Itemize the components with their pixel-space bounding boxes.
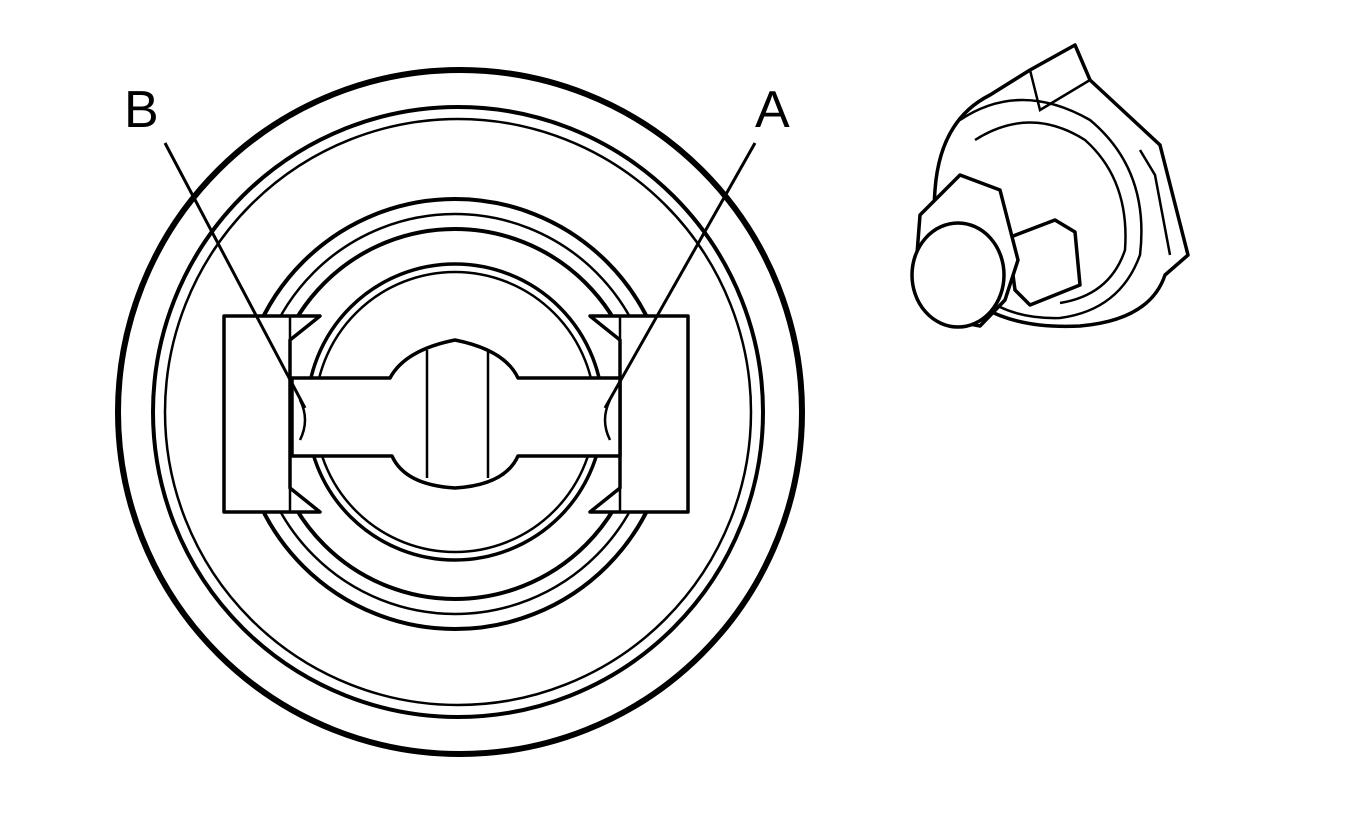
callout-b: B	[124, 81, 307, 409]
callout-a-label: A	[755, 81, 790, 139]
bulb-connector-view	[910, 43, 1190, 329]
callout-b-label: B	[124, 81, 159, 139]
callout-b-leader	[163, 142, 307, 409]
center-key-slot	[290, 338, 622, 490]
socket-front-view	[115, 67, 805, 757]
connector-side-face	[1138, 149, 1172, 256]
socket-outer-ring	[115, 67, 805, 757]
left-tab-block	[222, 314, 322, 514]
bulb-plug-face	[910, 221, 1006, 329]
socket-ring-2	[151, 105, 765, 719]
bulb-key-block	[1006, 218, 1082, 307]
connector-tab-face	[1028, 69, 1091, 112]
connector-collar	[958, 98, 1143, 320]
callout-a-leader	[603, 142, 757, 409]
connector-collar-inner	[974, 121, 1127, 305]
callout-a: A	[603, 81, 790, 409]
socket-ring-3	[163, 117, 753, 707]
